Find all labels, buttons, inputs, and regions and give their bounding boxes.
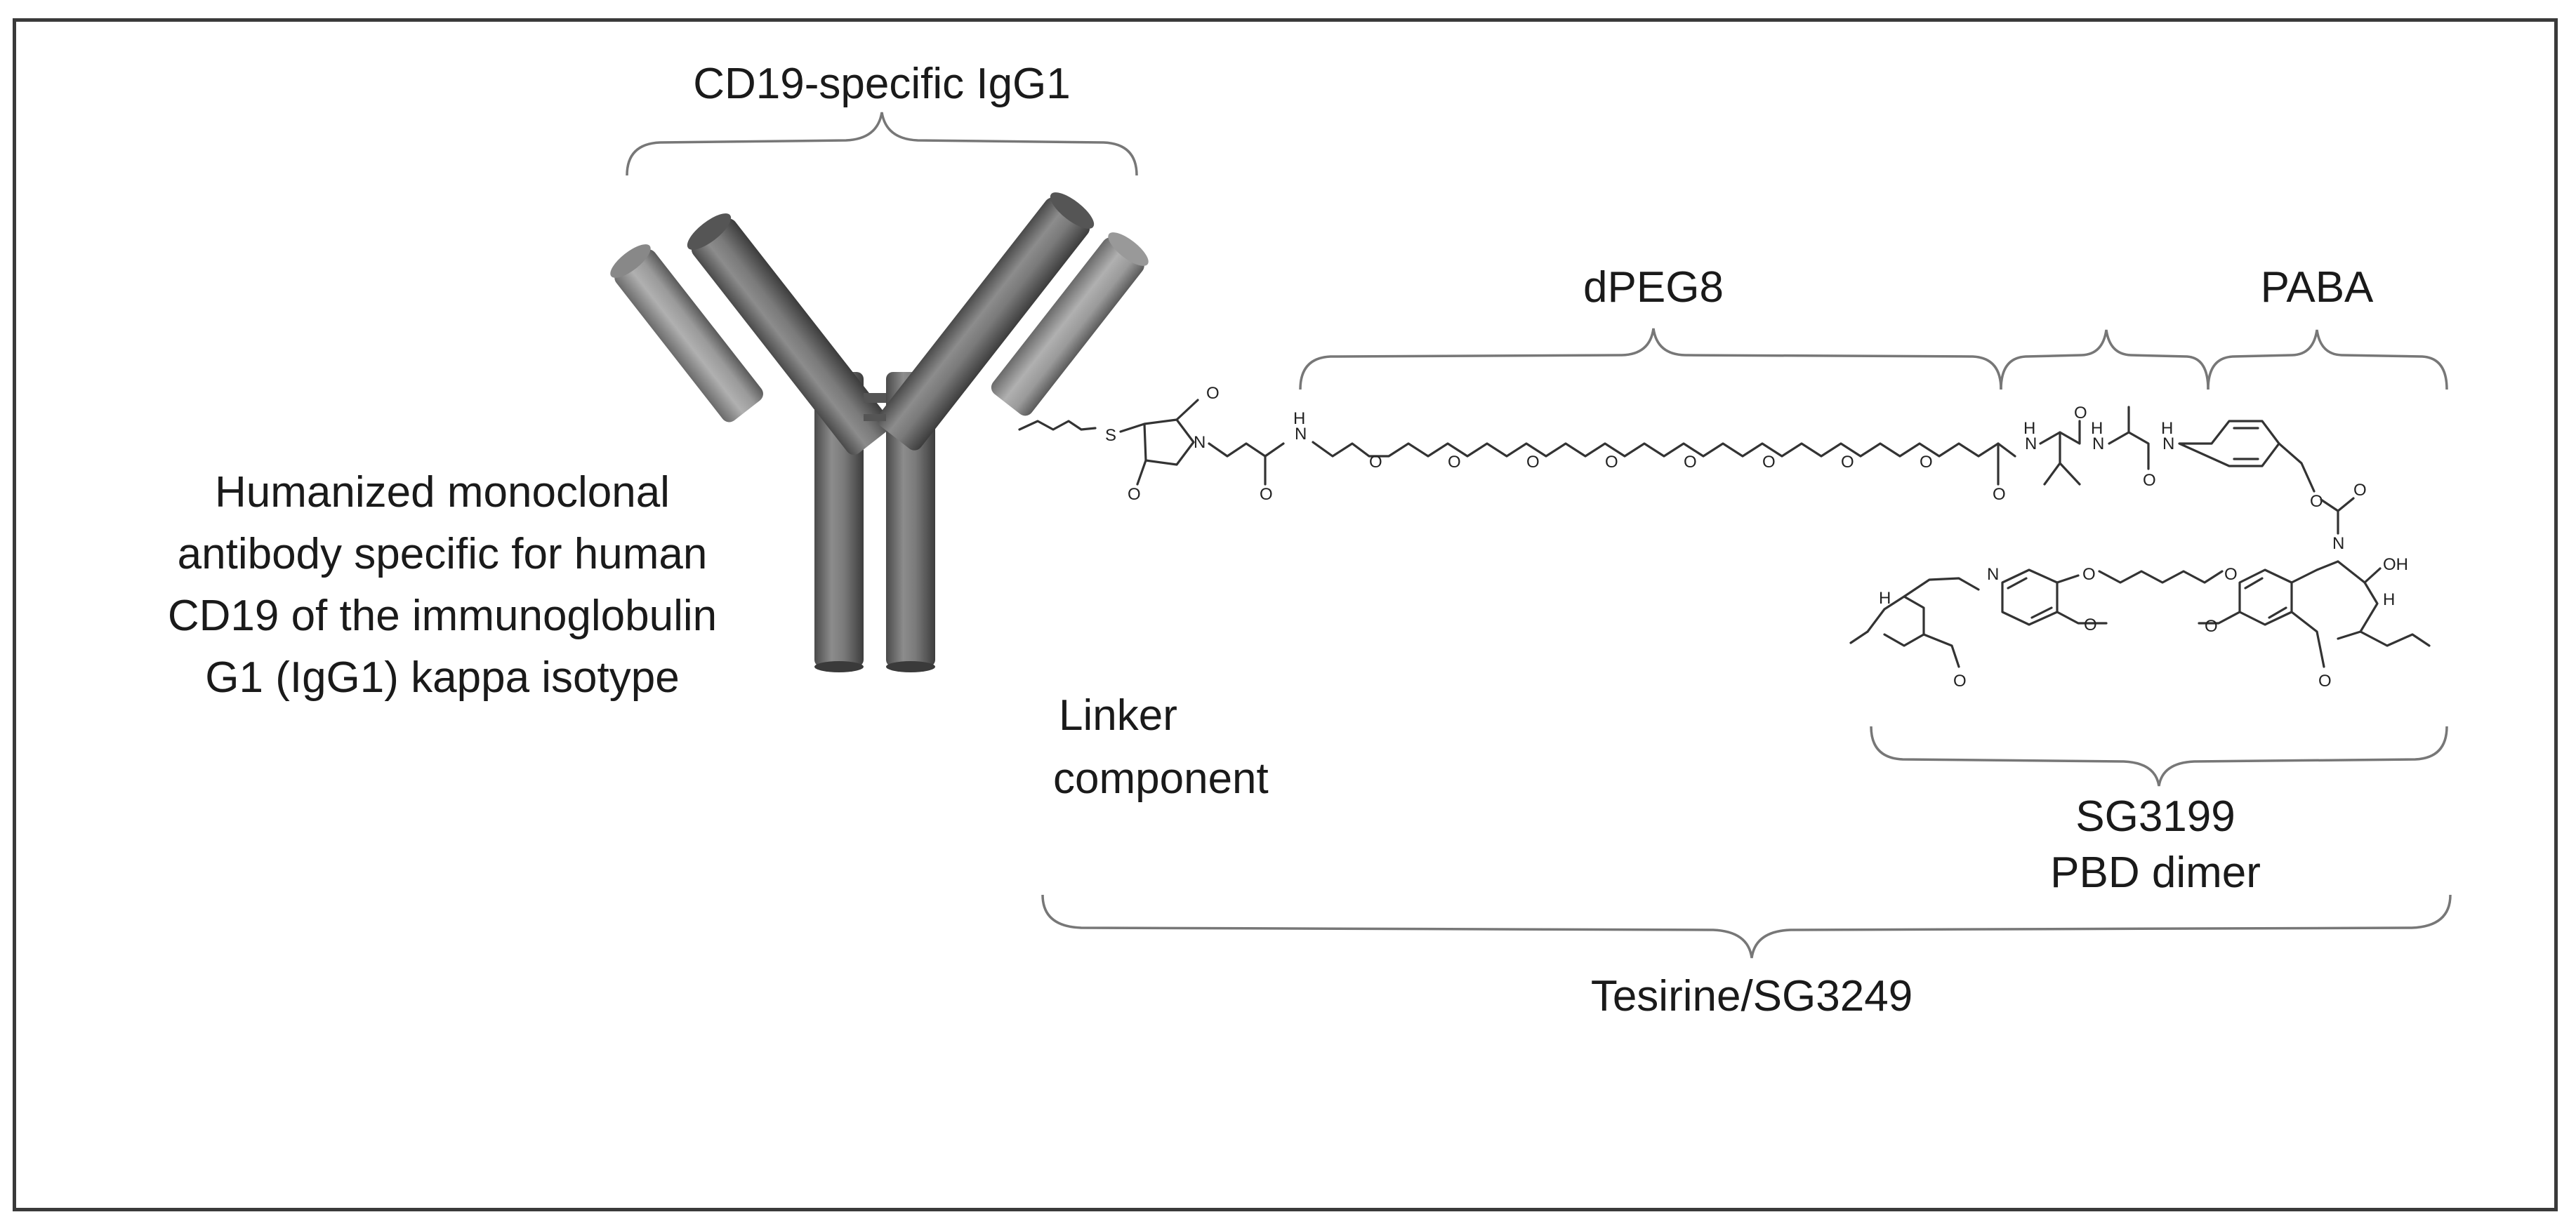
atom-oxygen: O <box>2205 617 2218 636</box>
label-pbd-line-1: SG3199 <box>2075 792 2235 841</box>
antibody-light-chain-right <box>991 237 1144 416</box>
atom-oxygen: O <box>2074 404 2087 422</box>
antibody-desc-line-3: CD19 of the immunoglobulin <box>168 592 717 640</box>
atom-oxygen: O <box>2310 492 2323 511</box>
antibody-light-chain-left <box>614 249 763 422</box>
brace-valine-alanine <box>2000 329 2210 390</box>
atom-hydrogen: H <box>1879 589 1891 608</box>
atom-oxygen: O <box>1762 453 1776 472</box>
atom-oxygen: O <box>2082 565 2096 584</box>
atom-oxygen: O <box>1953 672 1967 691</box>
atom-oxygen: O <box>1993 485 2006 504</box>
label-linker-line-1: Linker <box>1059 691 1177 740</box>
atom-oxygen: O <box>1526 453 1540 472</box>
atom-hydrogen: H <box>2091 419 2103 438</box>
brace-tesirine <box>1041 894 2452 959</box>
atom-oxygen: O <box>1605 453 1618 472</box>
atom-hydrogen: H <box>2383 590 2395 609</box>
atom-oxygen: O <box>1206 384 1220 403</box>
label-tesirine: Tesirine/SG3249 <box>1591 972 1913 1020</box>
figure-frame <box>13 18 2558 1211</box>
atom-oxygen: O <box>1448 453 1461 472</box>
atom-hydrogen: H <box>2161 419 2173 438</box>
atom-oxygen: O <box>1684 453 1697 472</box>
antibody-heavy-chain-right <box>886 372 935 667</box>
label-cd19-igg1: CD19-specific IgG1 <box>693 60 1071 108</box>
antibody-arm-right-inner <box>877 197 1090 451</box>
atom-nh: N <box>2025 434 2037 453</box>
atom-nitrogen: N <box>2332 534 2344 553</box>
atom-nh: N <box>2162 434 2174 453</box>
atom-nh: N <box>1295 425 1307 444</box>
label-linker-line-2: component <box>1053 754 1269 803</box>
atom-oxygen: O <box>1128 485 1141 504</box>
atom-hydroxyl: OH <box>2383 555 2408 574</box>
atom-nh: N <box>2092 434 2104 453</box>
atom-oxygen: O <box>1369 453 1382 472</box>
atom-oxygen: O <box>1260 485 1273 504</box>
label-pbd-line-2: PBD dimer <box>2050 849 2261 897</box>
label-paba: PABA <box>2261 263 2374 312</box>
atom-hydrogen: H <box>2023 419 2035 438</box>
antibody-arm-left-inner <box>691 218 892 455</box>
antibody-desc-line-4: G1 (IgG1) kappa isotype <box>205 653 679 702</box>
atom-oxygen: O <box>1841 453 1854 472</box>
brace-paba <box>2207 329 2448 390</box>
atom-nitrogen: N <box>1194 433 1206 452</box>
antibody-icon <box>610 192 1149 672</box>
atom-nitrogen: N <box>1987 565 1999 584</box>
antibody-desc-line-2: antibody specific for human <box>178 530 708 578</box>
chemical-structure: S O O N O N H O O O O O O O O O N H O N … <box>1018 384 2431 691</box>
atom-oxygen: O <box>2353 481 2367 500</box>
atom-sulfur: S <box>1105 426 1116 445</box>
label-dpeg8: dPEG8 <box>1583 263 1724 312</box>
atom-oxygen: O <box>2084 616 2097 634</box>
brace-dpeg8 <box>1299 328 2002 390</box>
brace-pbd-dimer <box>1870 726 2448 787</box>
atom-oxygen: O <box>2224 565 2238 584</box>
atom-oxygen: O <box>2143 471 2156 490</box>
atom-oxygen: O <box>1920 453 1933 472</box>
brace-igg1 <box>626 112 1138 176</box>
antibody-description: Humanized monoclonal antibody specific f… <box>168 468 717 702</box>
atom-hydrogen: H <box>1293 409 1305 428</box>
antibody-desc-line-1: Humanized monoclonal <box>215 468 670 517</box>
atom-oxygen: O <box>2318 672 2332 691</box>
